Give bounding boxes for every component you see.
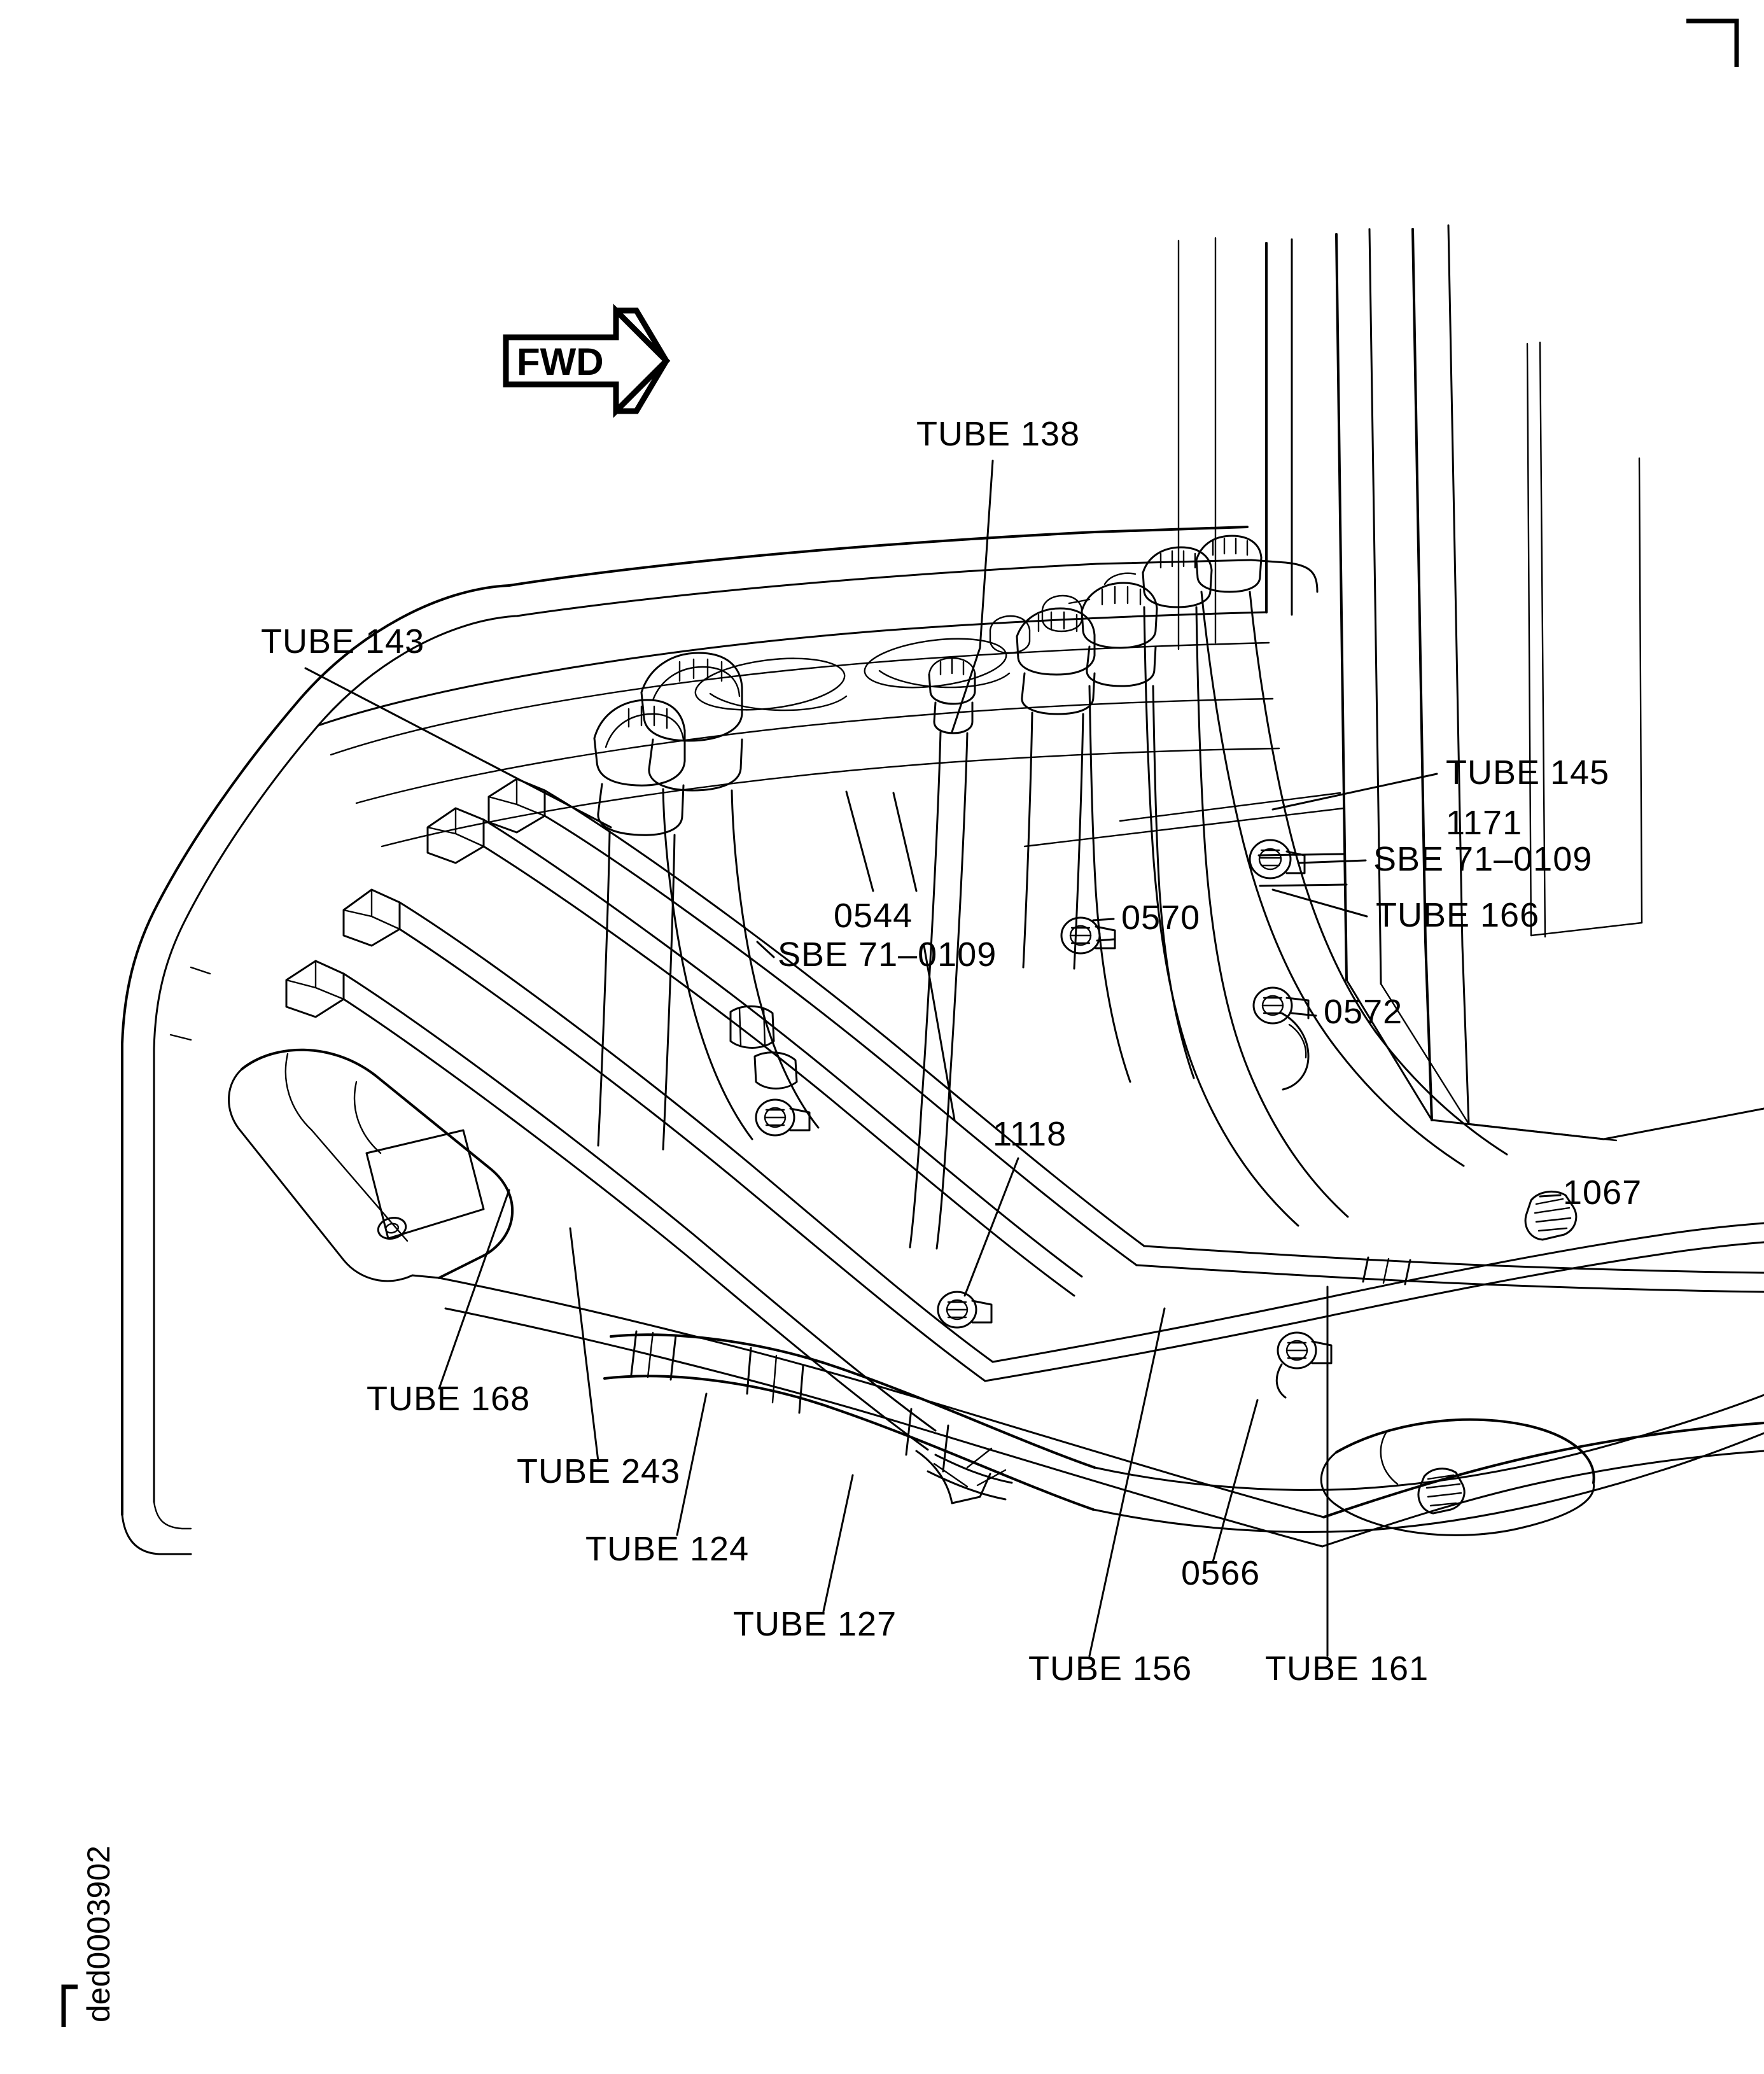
flange-fitting-b: [640, 652, 820, 1140]
right-tube-run: [729, 591, 1578, 1399]
callout-sbe-1171: SBE 71–0109: [1373, 840, 1592, 878]
callout-tube-124: TUBE 124: [585, 1530, 749, 1568]
leader-tube-145: [1271, 773, 1438, 811]
tube-y-branch: [927, 1447, 1013, 1501]
leader-0566: [1212, 1399, 1259, 1563]
callout-sbe-0544: SBE 71–0109: [778, 935, 997, 974]
leader-0570: [1092, 918, 1115, 921]
drawing-number: ded0003902: [81, 1846, 116, 2022]
fwd-label: FWD: [517, 340, 604, 383]
tube-coupling-center: [729, 1005, 775, 1049]
clamp-1067: [1524, 1190, 1578, 1241]
shelf-nut-caps: [989, 572, 1137, 654]
leader-sbe-0544-b: [923, 944, 956, 1121]
callout-item-0570: 0570: [1121, 899, 1200, 937]
structural-frame: [121, 224, 1764, 1555]
flange-fitting-e: [1081, 582, 1158, 687]
callout-tube-156: TUBE 156: [1028, 1650, 1192, 1688]
clamp-bottom-right: [1417, 1468, 1466, 1515]
flange-fitting-d: [1016, 607, 1096, 970]
tube-flange-fittings: [593, 535, 1263, 1250]
callout-item-1118: 1118: [993, 1115, 1067, 1153]
leader-sbe-0544-a: [756, 941, 775, 958]
leader-1118: [963, 1157, 1019, 1297]
callout-tube-243: TUBE 243: [517, 1452, 680, 1490]
clamp-0570: [1060, 916, 1116, 955]
clamp-0572: [1252, 986, 1310, 1091]
clamp-1118: [937, 1291, 993, 1329]
leader-0572: [1291, 1012, 1317, 1017]
tube-clamp-left-3: [342, 888, 401, 947]
tube-clamp-left-2: [487, 778, 546, 834]
leader-tube-124: [676, 1392, 708, 1536]
right-duct-sleeve: [1362, 1256, 1411, 1286]
leader-tube-243: [569, 1227, 599, 1462]
leader-tube-156: [1088, 1307, 1166, 1657]
tube-clamp-left-4: [285, 960, 345, 1018]
lower-right-ducts: [927, 1222, 1764, 1548]
lower-elbow-fitting: [915, 1450, 991, 1504]
tube-union-lower: [753, 1051, 798, 1090]
clamp-0566: [1275, 1331, 1333, 1399]
leader-tube-127: [822, 1474, 854, 1613]
leader-0544-a: [845, 790, 874, 892]
leader-sbe-1171: [1297, 859, 1367, 864]
callout-item-0572: 0572: [1324, 993, 1403, 1031]
drawing-number-bracket: [61, 1984, 78, 2027]
callout-tube-168: TUBE 168: [367, 1380, 530, 1418]
leader-tube-143: [304, 667, 612, 829]
callout-item-0544: 0544: [834, 897, 913, 935]
leader-tube-168: [438, 1189, 510, 1390]
leader-tube-166: [1271, 888, 1368, 918]
fwd-direction-arrow: FWD: [503, 304, 671, 418]
drawing-number-group: ded0003902: [81, 1846, 116, 2022]
clamp-0544: [755, 1098, 811, 1137]
flange-fitting-c: [909, 657, 976, 1250]
tube-clamp-left-1: [426, 807, 485, 864]
callout-tube-138: TUBE 138: [916, 415, 1080, 453]
flange-fitting-f: [1142, 535, 1263, 608]
callout-tube-166: TUBE 166: [1376, 896, 1539, 934]
left-tube-bundle: [228, 778, 1325, 1548]
callout-item-1171: 1171: [1446, 804, 1522, 842]
callout-tube-161: TUBE 161: [1265, 1650, 1429, 1688]
callout-tube-145: TUBE 145: [1446, 753, 1609, 792]
leader-lines: [304, 459, 1562, 1657]
callout-tube-143: TUBE 143: [261, 622, 424, 661]
leader-0570-b: [1096, 938, 1115, 942]
corner-registration-mark: [1686, 18, 1739, 67]
callout-item-1067: 1067: [1563, 1174, 1642, 1212]
clamp-1171: [1249, 839, 1306, 879]
leader-tube-138: [951, 459, 994, 733]
callout-item-0566: 0566: [1181, 1554, 1260, 1592]
callout-tube-127: TUBE 127: [733, 1605, 897, 1643]
flange-fitting-a: [593, 699, 686, 1151]
callout-labels: TUBE 138 TUBE 143 TUBE 145 1171 SBE 71–0…: [261, 415, 1642, 1688]
canister-bracket: [365, 1129, 485, 1240]
leader-0544-b: [892, 792, 918, 892]
leader-1067: [1539, 1194, 1562, 1198]
